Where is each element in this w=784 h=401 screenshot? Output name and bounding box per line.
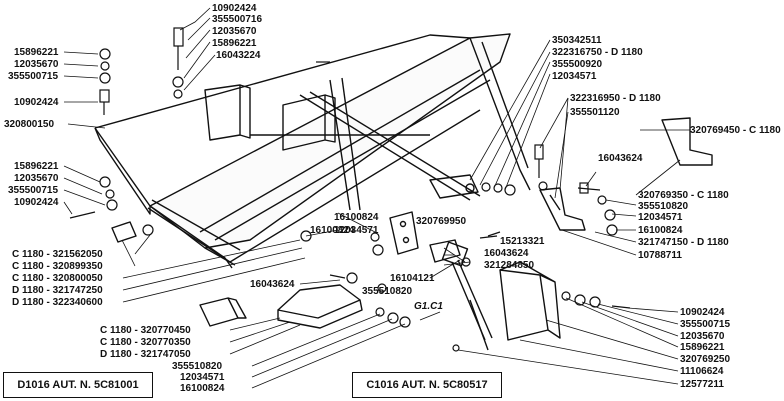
part-label: 15896221 — [14, 47, 59, 58]
part-label: 10902424 — [680, 307, 725, 318]
part-label: 320800150 — [4, 119, 55, 130]
part-label: 355501120 — [570, 107, 620, 118]
part-label: C 1180 - 320800050 — [12, 273, 103, 284]
part-label: 320769950 — [416, 216, 467, 227]
part-label: 16100824 — [334, 212, 379, 223]
part-label: 15896221 — [14, 161, 59, 172]
part-label: 355500715 — [8, 71, 59, 82]
part-label: C 1180 - 320770450 — [100, 325, 191, 336]
model-box-text: C1016 AUT. N. 5C80517 — [366, 379, 488, 391]
part-label: 322316950 - D 1180 — [570, 93, 661, 104]
part-label: 12034571 — [552, 71, 597, 82]
part-label: 12035670 — [14, 173, 59, 184]
part-label: 15896221 — [212, 38, 257, 49]
part-label: 16104121 — [390, 273, 435, 284]
part-label: 16043624 — [250, 279, 295, 290]
part-label: 12577211 — [680, 379, 724, 390]
part-label: 355500716 — [212, 14, 263, 25]
part-label: 12034571 — [334, 225, 379, 236]
part-label: 12035670 — [212, 26, 257, 37]
part-label: 355510820 — [638, 201, 689, 212]
part-label: 350342511 — [552, 35, 602, 46]
part-label: 322316750 - D 1180 — [552, 47, 643, 58]
part-label: 12035670 — [680, 331, 725, 342]
part-label: 12034571 — [180, 372, 225, 383]
part-label: 15213321 — [500, 236, 545, 247]
part-label: 12034571 — [638, 212, 683, 223]
part-label: 320769250 — [680, 354, 731, 365]
model-box-text: D1016 AUT. N. 5C81001 — [17, 379, 139, 391]
part-label: 10788711 — [638, 250, 682, 261]
part-label: 12035670 — [14, 59, 59, 70]
part-label: 16043624 — [598, 153, 643, 164]
part-label: 10902424 — [14, 97, 59, 108]
part-label: 11106624 — [680, 366, 724, 377]
part-label: C 1180 - 320899350 — [12, 261, 103, 272]
part-label: 16100824 — [638, 225, 683, 236]
part-label: 15896221 — [680, 342, 725, 353]
assembly-ref-label: G1.C1 — [414, 301, 443, 312]
part-label: 16043624 — [484, 248, 529, 259]
part-label: 16043224 — [216, 50, 261, 61]
part-label: 355510820 — [362, 286, 413, 297]
part-label: 320769350 - C 1180 — [638, 190, 729, 201]
model-box-c1016: C1016 AUT. N. 5C80517 — [352, 372, 502, 398]
part-label: 355500715 — [8, 185, 59, 196]
part-label: 355510820 — [172, 361, 223, 372]
part-label: C 1180 - 320770350 — [100, 337, 191, 348]
part-label: 16100824 — [310, 225, 355, 236]
part-label: 321284850 — [484, 260, 535, 271]
model-box-d1016: D1016 AUT. N. 5C81001 — [3, 372, 153, 398]
part-label: 355500715 — [680, 319, 731, 330]
part-label: 10902424 — [212, 3, 257, 14]
part-label: 355500920 — [552, 59, 603, 70]
part-label: D 1180 - 321747050 — [100, 349, 191, 360]
part-label: D 1180 - 322340600 — [12, 297, 103, 308]
part-label: 321747150 - D 1180 — [638, 237, 729, 248]
part-label: 10902424 — [14, 197, 59, 208]
part-label: 320769450 - C 1180 — [690, 125, 781, 136]
part-label: 16100824 — [180, 383, 225, 394]
part-label: C 1180 - 321562050 — [12, 249, 103, 260]
part-label: D 1180 - 321747250 — [12, 285, 103, 296]
